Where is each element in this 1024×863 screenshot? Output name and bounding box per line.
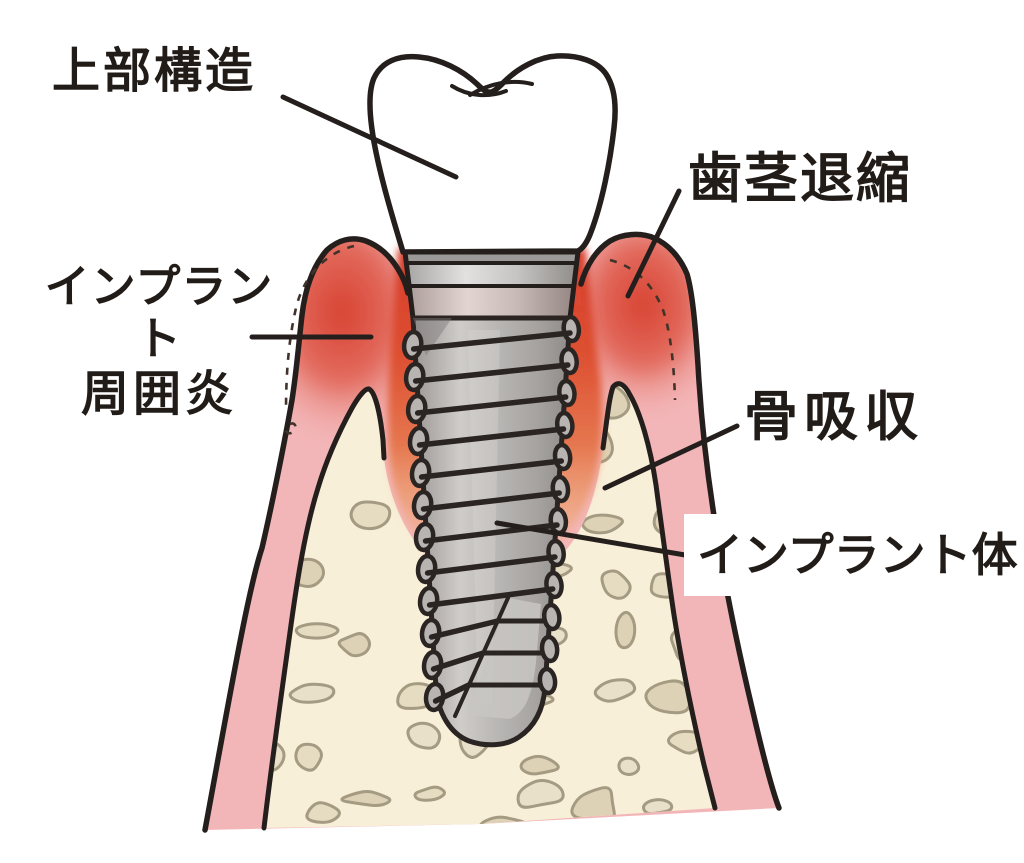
label-superstructure: 上部構造 (52, 45, 257, 98)
implant-abutment (402, 249, 581, 319)
crown-fissure (450, 79, 534, 98)
inflammation-hatch-left (284, 244, 355, 435)
label-peri-implantitis-line1: インプラント (44, 261, 274, 364)
bone-outline-left (261, 386, 387, 831)
screw-tip-facet (467, 598, 541, 719)
implant-screw (401, 314, 582, 748)
gum-outline-right (578, 231, 782, 811)
leader-bone-resorption (602, 423, 740, 491)
tooth-crown (367, 53, 618, 255)
inflammation-hatch-right (609, 258, 677, 401)
label-implant-body: インプラント体 (684, 514, 1024, 596)
gum-outline-left (202, 236, 411, 833)
label-bone-resorption: 骨吸収 (744, 387, 924, 447)
leader-gum-recession (625, 188, 682, 299)
label-gum-recession: 歯茎退縮 (688, 149, 912, 209)
label-peri-implantitis-line2: 周囲炎 (80, 367, 237, 421)
leader-implant-body (494, 520, 694, 559)
label-implant-body-text: インプラント体 (697, 528, 1018, 581)
bone-outline-right (600, 381, 718, 811)
label-peri-implantitis: インプラント 周囲炎 (30, 261, 288, 422)
leader-lines (249, 94, 740, 559)
leader-superstructure (280, 94, 459, 180)
